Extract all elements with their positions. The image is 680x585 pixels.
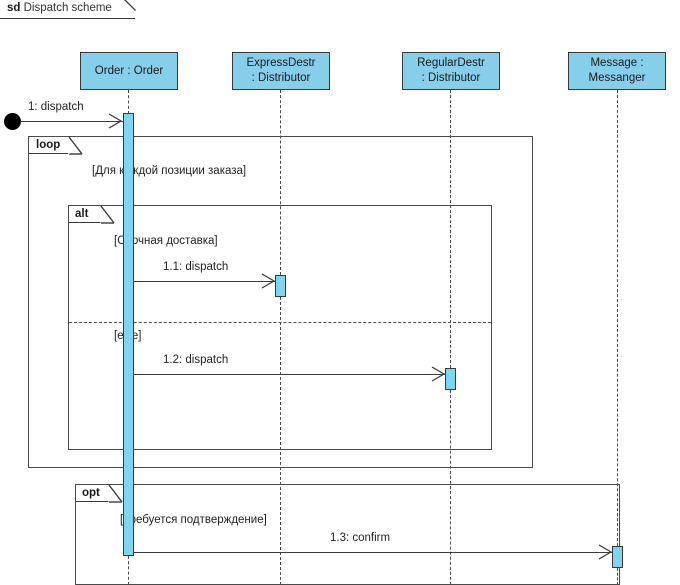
activation-bar-order[interactable]: [123, 113, 134, 556]
start-node: [4, 113, 21, 130]
lifeline-stem-messenger-bottom: [617, 568, 618, 585]
message-1-2-line[interactable]: [134, 374, 445, 375]
lifeline-express-line1: ExpressDestr: [246, 57, 316, 69]
fragment-alt-operator: alt: [75, 208, 89, 220]
lifeline-stem-express-bottom: [280, 297, 281, 585]
lifeline-stem-express-top: [280, 90, 281, 275]
lifeline-head-regular-distributor[interactable]: RegularDestr : Distributor: [402, 52, 500, 90]
fragment-loop-guard: [Для каждой позиции заказа]: [92, 165, 247, 177]
lifeline-stem-messenger-top: [617, 90, 618, 546]
fragment-alt-tab-corner-icon: [100, 205, 115, 224]
message-1-label: 1: dispatch: [28, 101, 84, 113]
message-1-2-label: 1.2: dispatch: [163, 354, 229, 366]
fragment-loop-tab-corner-icon: [68, 136, 83, 155]
lifeline-stem-regular-top: [450, 90, 451, 368]
message-1-1-label: 1.1: dispatch: [163, 261, 229, 273]
fragment-alt-tab: [69, 206, 101, 223]
fragment-opt-tab-corner-icon: [108, 484, 123, 503]
lifeline-regular-line1: RegularDestr: [417, 57, 485, 69]
activation-bar-express[interactable]: [275, 275, 286, 297]
fragment-alt-operand-divider: [69, 322, 491, 323]
lifeline-head-order[interactable]: Order : Order: [80, 52, 178, 90]
fragment-alt-guard-1: [Срочная доставка]: [114, 235, 218, 247]
activation-bar-regular[interactable]: [445, 368, 456, 390]
message-1-3-label: 1.3: confirm: [330, 532, 391, 544]
fragment-opt-tab: [76, 485, 109, 502]
lifeline-regular-line2: : Distributor: [421, 72, 481, 84]
fragment-loop-tab: [29, 137, 69, 154]
message-1-line[interactable]: [20, 121, 123, 122]
fragment-loop-operator: loop: [36, 139, 61, 151]
activation-bar-messenger[interactable]: [612, 546, 623, 568]
diagram-kind-label: sd: [7, 2, 21, 14]
lifeline-head-messenger[interactable]: Message : Messanger: [568, 52, 666, 90]
message-1-3-line[interactable]: [134, 552, 612, 553]
diagram-title: sd Dispatch scheme: [7, 2, 112, 14]
lifeline-stem-order-top: [128, 90, 129, 114]
lifeline-head-express-distributor[interactable]: ExpressDestr : Distributor: [232, 52, 330, 90]
lifeline-express-line2: : Distributor: [251, 72, 311, 84]
diagram-title-text: Dispatch scheme: [23, 2, 112, 14]
lifeline-messenger-line2: Messanger: [588, 72, 646, 84]
message-1-1-line[interactable]: [134, 281, 275, 282]
lifeline-stem-regular-bottom: [450, 390, 451, 585]
fragment-opt-guard: [Требуется подтверждение]: [120, 514, 267, 526]
diagram-frame-tab: [0, 0, 135, 19]
lifeline-messenger-line1: Message :: [590, 57, 644, 69]
lifeline-stem-order-bottom: [128, 556, 129, 585]
lifeline-order-line1: Order : Order: [94, 64, 164, 77]
fragment-opt-operator: opt: [82, 487, 100, 499]
